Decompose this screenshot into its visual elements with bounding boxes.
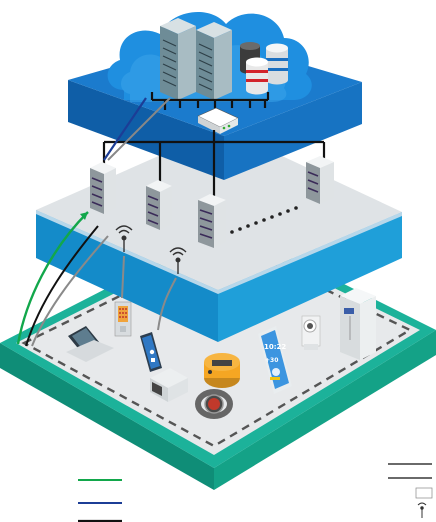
gateway-router-icon	[197, 107, 239, 134]
link-blue	[103, 97, 147, 161]
link-gray	[157, 277, 177, 331]
cloud-server-rack-2	[196, 22, 232, 100]
fog-node-4	[306, 156, 334, 204]
link-green-arrowhead	[80, 212, 88, 220]
robot-vacuum-icon	[204, 353, 240, 388]
link-gray	[107, 97, 171, 161]
database-icon	[266, 43, 288, 85]
phone-temperature-text: +30	[265, 357, 278, 364]
security-camera-icon	[301, 315, 321, 350]
legend-right	[388, 463, 433, 518]
antenna-icon	[115, 225, 133, 252]
link-green	[16, 211, 89, 345]
fog-node-3	[198, 194, 226, 248]
link-black	[25, 225, 99, 347]
microwave-icon	[150, 368, 188, 402]
link-gray	[121, 255, 125, 299]
cloud-slab-right	[224, 82, 362, 180]
edge-slab-right	[214, 330, 436, 490]
legend-left	[78, 479, 122, 522]
smart-lock-icon	[114, 301, 132, 337]
tablet-icon: 10:22 +30	[258, 326, 292, 394]
link-gray	[31, 235, 109, 347]
refrigerator-icon	[340, 288, 376, 360]
database-icon	[246, 57, 268, 95]
edge-boundary	[21, 241, 413, 448]
edge-slab-left	[0, 343, 214, 490]
fog-node-dotted-link	[230, 206, 298, 234]
fog-slab-left	[36, 210, 218, 342]
fog-slab-right	[218, 212, 402, 342]
cloud-bus-lines	[150, 92, 270, 110]
laptop-icon	[66, 326, 114, 362]
antenna-icon	[417, 502, 427, 518]
fog-node-1	[90, 162, 116, 214]
smartphone-icon	[140, 332, 162, 372]
fog-node-2	[146, 180, 172, 230]
antenna-icon	[169, 247, 187, 274]
cloud-server-rack-1	[160, 18, 196, 100]
gateway-device-icon	[415, 487, 433, 499]
phone-time-text: 10:22	[264, 343, 286, 351]
cloud-slab-left	[68, 80, 224, 180]
smartwatch-icon	[195, 389, 233, 419]
